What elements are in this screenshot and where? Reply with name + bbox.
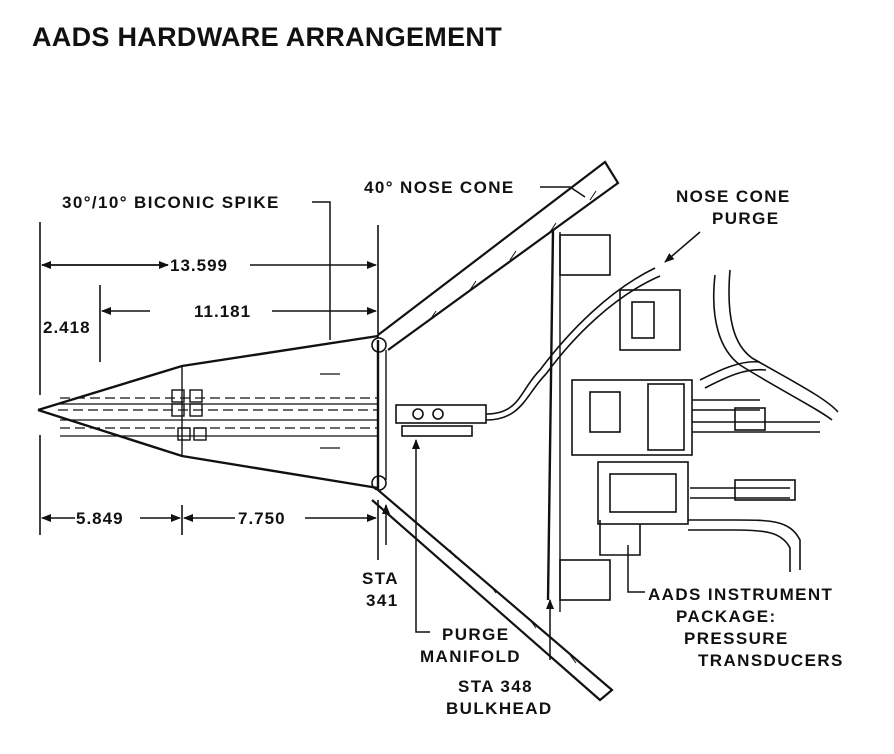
- label-instrument-2: PACKAGE:: [676, 607, 777, 626]
- biconic-spike: [37, 334, 379, 490]
- diagram-title: AADS HARDWARE ARRANGEMENT: [32, 22, 502, 52]
- label-instrument-3: PRESSURE: [684, 629, 789, 648]
- dimension-lines: [39, 222, 379, 560]
- leader-lines: [312, 186, 701, 660]
- dim-7-750: 7.750: [238, 509, 286, 528]
- label-sta-348-1: STA 348: [458, 677, 533, 696]
- dim-11-181: 11.181: [194, 302, 251, 321]
- diagram-labels: 30°/10° BICONIC SPIKE 40° NOSE CONE NOSE…: [43, 178, 844, 718]
- dim-2-418: 2.418: [43, 318, 91, 337]
- instrument-package: [571, 269, 839, 572]
- nose-cone-shell: [371, 160, 620, 702]
- label-sta-341-2: 341: [366, 591, 399, 610]
- label-nose-cone-purge-2: PURGE: [712, 209, 779, 228]
- label-instrument-4: TRANSDUCERS: [698, 651, 844, 670]
- dim-13-599: 13.599: [170, 256, 228, 275]
- label-sta-348-2: BULKHEAD: [446, 699, 553, 718]
- label-nose-cone: 40° NOSE CONE: [364, 178, 515, 197]
- label-sta-341-1: STA: [362, 569, 399, 588]
- dim-5-849: 5.849: [76, 509, 124, 528]
- label-instrument-1: AADS INSTRUMENT: [648, 585, 833, 604]
- label-purge-manifold-2: MANIFOLD: [420, 647, 521, 666]
- label-purge-manifold-1: PURGE: [442, 625, 509, 644]
- bulkheads: [376, 229, 611, 612]
- label-nose-cone-purge-1: NOSE CONE: [676, 187, 791, 206]
- label-biconic-spike: 30°/10° BICONIC SPIKE: [62, 193, 280, 212]
